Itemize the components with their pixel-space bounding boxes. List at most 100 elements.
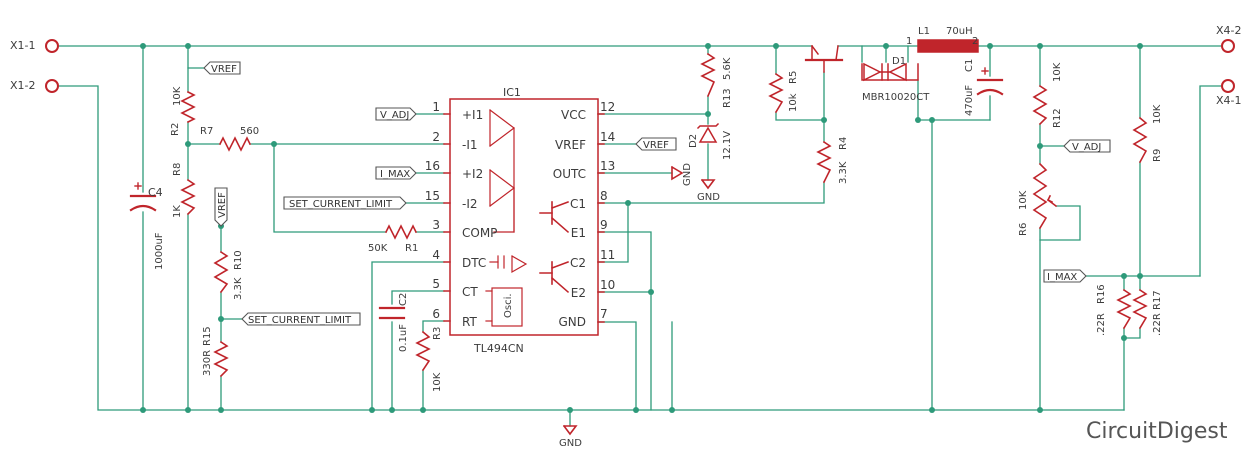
r3-ref: R3 — [432, 327, 443, 340]
ic-labels: IC1 TL494CN Osci. 1 +I1 2 -I1 16 +I2 15 … — [425, 86, 616, 355]
pin-num-14: 14 — [600, 130, 615, 144]
r2-value: 10K — [172, 86, 183, 106]
resistor-r13 — [700, 52, 716, 98]
r7-value: 560 — [240, 126, 259, 137]
junctions — [140, 43, 1143, 413]
pin-name-14: VREF — [555, 138, 586, 152]
terminal-labels: X1-1 X1-2 X4-2 X4-1 — [10, 24, 1242, 107]
resistor-r8 — [180, 178, 196, 216]
r1-value: 50K — [368, 243, 388, 254]
r12-ref: R12 — [1052, 108, 1063, 128]
r1-ref: R1 — [405, 243, 418, 254]
r17-value: .22R — [1152, 313, 1163, 336]
r8-value: 1K — [172, 205, 183, 218]
pin-num-7: 7 — [600, 307, 608, 321]
pin-name-7: GND — [558, 315, 586, 329]
d1-value: MBR10020CT — [862, 92, 930, 103]
net-flag-shapes — [203, 61, 1111, 326]
component-labels: C4 1000uF 10K R2 R8 1K R7 560 R10 3.3K R… — [148, 26, 1163, 392]
pin-name-15: -I2 — [462, 197, 478, 211]
flag-i-max-in: I_MAX — [380, 169, 410, 180]
resistor-r3 — [415, 330, 431, 372]
c2-ref: C2 — [398, 293, 409, 306]
r7-ref: R7 — [200, 126, 213, 137]
l1-pin1: 1 — [906, 36, 912, 47]
resistor-r16 — [1116, 288, 1132, 330]
l1-pin2: 2 — [972, 36, 978, 47]
pin-num-4: 4 — [432, 248, 440, 262]
r15-value: 330R — [202, 350, 213, 376]
r5-ref: R5 — [788, 71, 799, 84]
flag-vref-left: VREF — [211, 64, 237, 75]
pin-name-5: CT — [462, 285, 478, 299]
r4-ref: R4 — [838, 137, 849, 150]
pin-name-2: -I1 — [462, 138, 478, 152]
pin-num-6: 6 — [432, 307, 440, 321]
pin-num-16: 16 — [425, 159, 440, 173]
r4-value: 3.3K — [838, 161, 849, 184]
c2-value: 0.1uF — [398, 324, 409, 352]
ic-tl494 — [443, 98, 605, 336]
resistor-r1 — [384, 224, 418, 240]
pin-name-8: C1 — [570, 197, 586, 211]
terminal-x1-1: X1-1 — [10, 39, 36, 52]
flag-set-current-mid: SET_CURRENT_LIMIT — [248, 315, 352, 326]
r9-value: 10K — [1152, 104, 1163, 124]
ic-name: IC1 — [503, 86, 521, 99]
terminal-circles — [45, 39, 1235, 93]
pin-name-10: E2 — [571, 286, 586, 300]
r6-value: 10K — [1018, 190, 1029, 210]
r12-value: 10K — [1052, 62, 1063, 82]
resistor-r15 — [213, 340, 229, 378]
c1-value: 470uF — [964, 85, 975, 116]
capacitors — [129, 67, 1004, 320]
r10-value: 3.3K — [233, 277, 244, 300]
c4-value: 1000uF — [154, 232, 165, 270]
resistor-r5 — [768, 72, 784, 114]
d1-ref: D1 — [892, 56, 906, 67]
ground-symbols — [562, 165, 716, 436]
gnd-labels: GND GND GND — [559, 163, 720, 449]
gnd-outc-label: GND — [682, 163, 693, 186]
pin-name-13: OUTC — [553, 167, 586, 181]
pin-num-8: 8 — [600, 189, 608, 203]
pin-num-5: 5 — [432, 277, 440, 291]
ic-osc-label: Osci. — [503, 293, 514, 318]
pin-name-6: RT — [462, 315, 477, 329]
pin-num-13: 13 — [600, 159, 615, 173]
resistor-r7 — [218, 136, 252, 152]
r15-ref: R15 — [202, 326, 213, 346]
semiconductors — [696, 39, 979, 143]
terminal-x4-2: X4-2 — [1216, 24, 1242, 37]
net-flag-labels: VREF VREF SET_CURRENT_LIMIT V_ADJ I_MAX … — [211, 64, 1101, 326]
resistor-r4 — [816, 140, 832, 184]
r2-ref: R2 — [170, 123, 181, 136]
r13-value: 5.6K — [722, 57, 733, 80]
r16-value: .22R — [1096, 313, 1107, 336]
gnd-main-label: GND — [559, 438, 582, 449]
pin-num-12: 12 — [600, 100, 615, 114]
pin-num-9: 9 — [600, 218, 608, 232]
svg-text:CircuitDigest: CircuitDigest — [1086, 419, 1228, 444]
l1-value: 70uH — [946, 26, 973, 37]
c1-ref: C1 — [964, 59, 975, 72]
d2-ref: D2 — [688, 134, 699, 148]
flag-v-adj-in: V_ADJ — [380, 110, 409, 121]
flag-i-max-right: I_MAX — [1047, 272, 1077, 283]
gnd-outc-symbol — [670, 165, 684, 181]
inductor-l1 — [917, 39, 979, 53]
pin-num-3: 3 — [432, 218, 440, 232]
c4-ref: C4 — [148, 186, 163, 199]
pin-name-16: +I2 — [462, 167, 483, 181]
r13-ref: R13 — [722, 88, 733, 108]
l1-ref: L1 — [918, 26, 930, 37]
r9-ref: R9 — [1152, 149, 1163, 162]
pin-num-11: 11 — [600, 248, 615, 262]
resistor-r2 — [180, 90, 196, 124]
diode-d1-right — [888, 62, 907, 82]
d2-value: 12.1V — [722, 131, 733, 160]
terminal-x1-2: X1-2 — [10, 79, 36, 92]
flag-set-current-in: SET_CURRENT_LIMIT — [289, 199, 393, 210]
resistor-r9 — [1132, 116, 1148, 164]
r10-ref: R10 — [233, 250, 244, 270]
